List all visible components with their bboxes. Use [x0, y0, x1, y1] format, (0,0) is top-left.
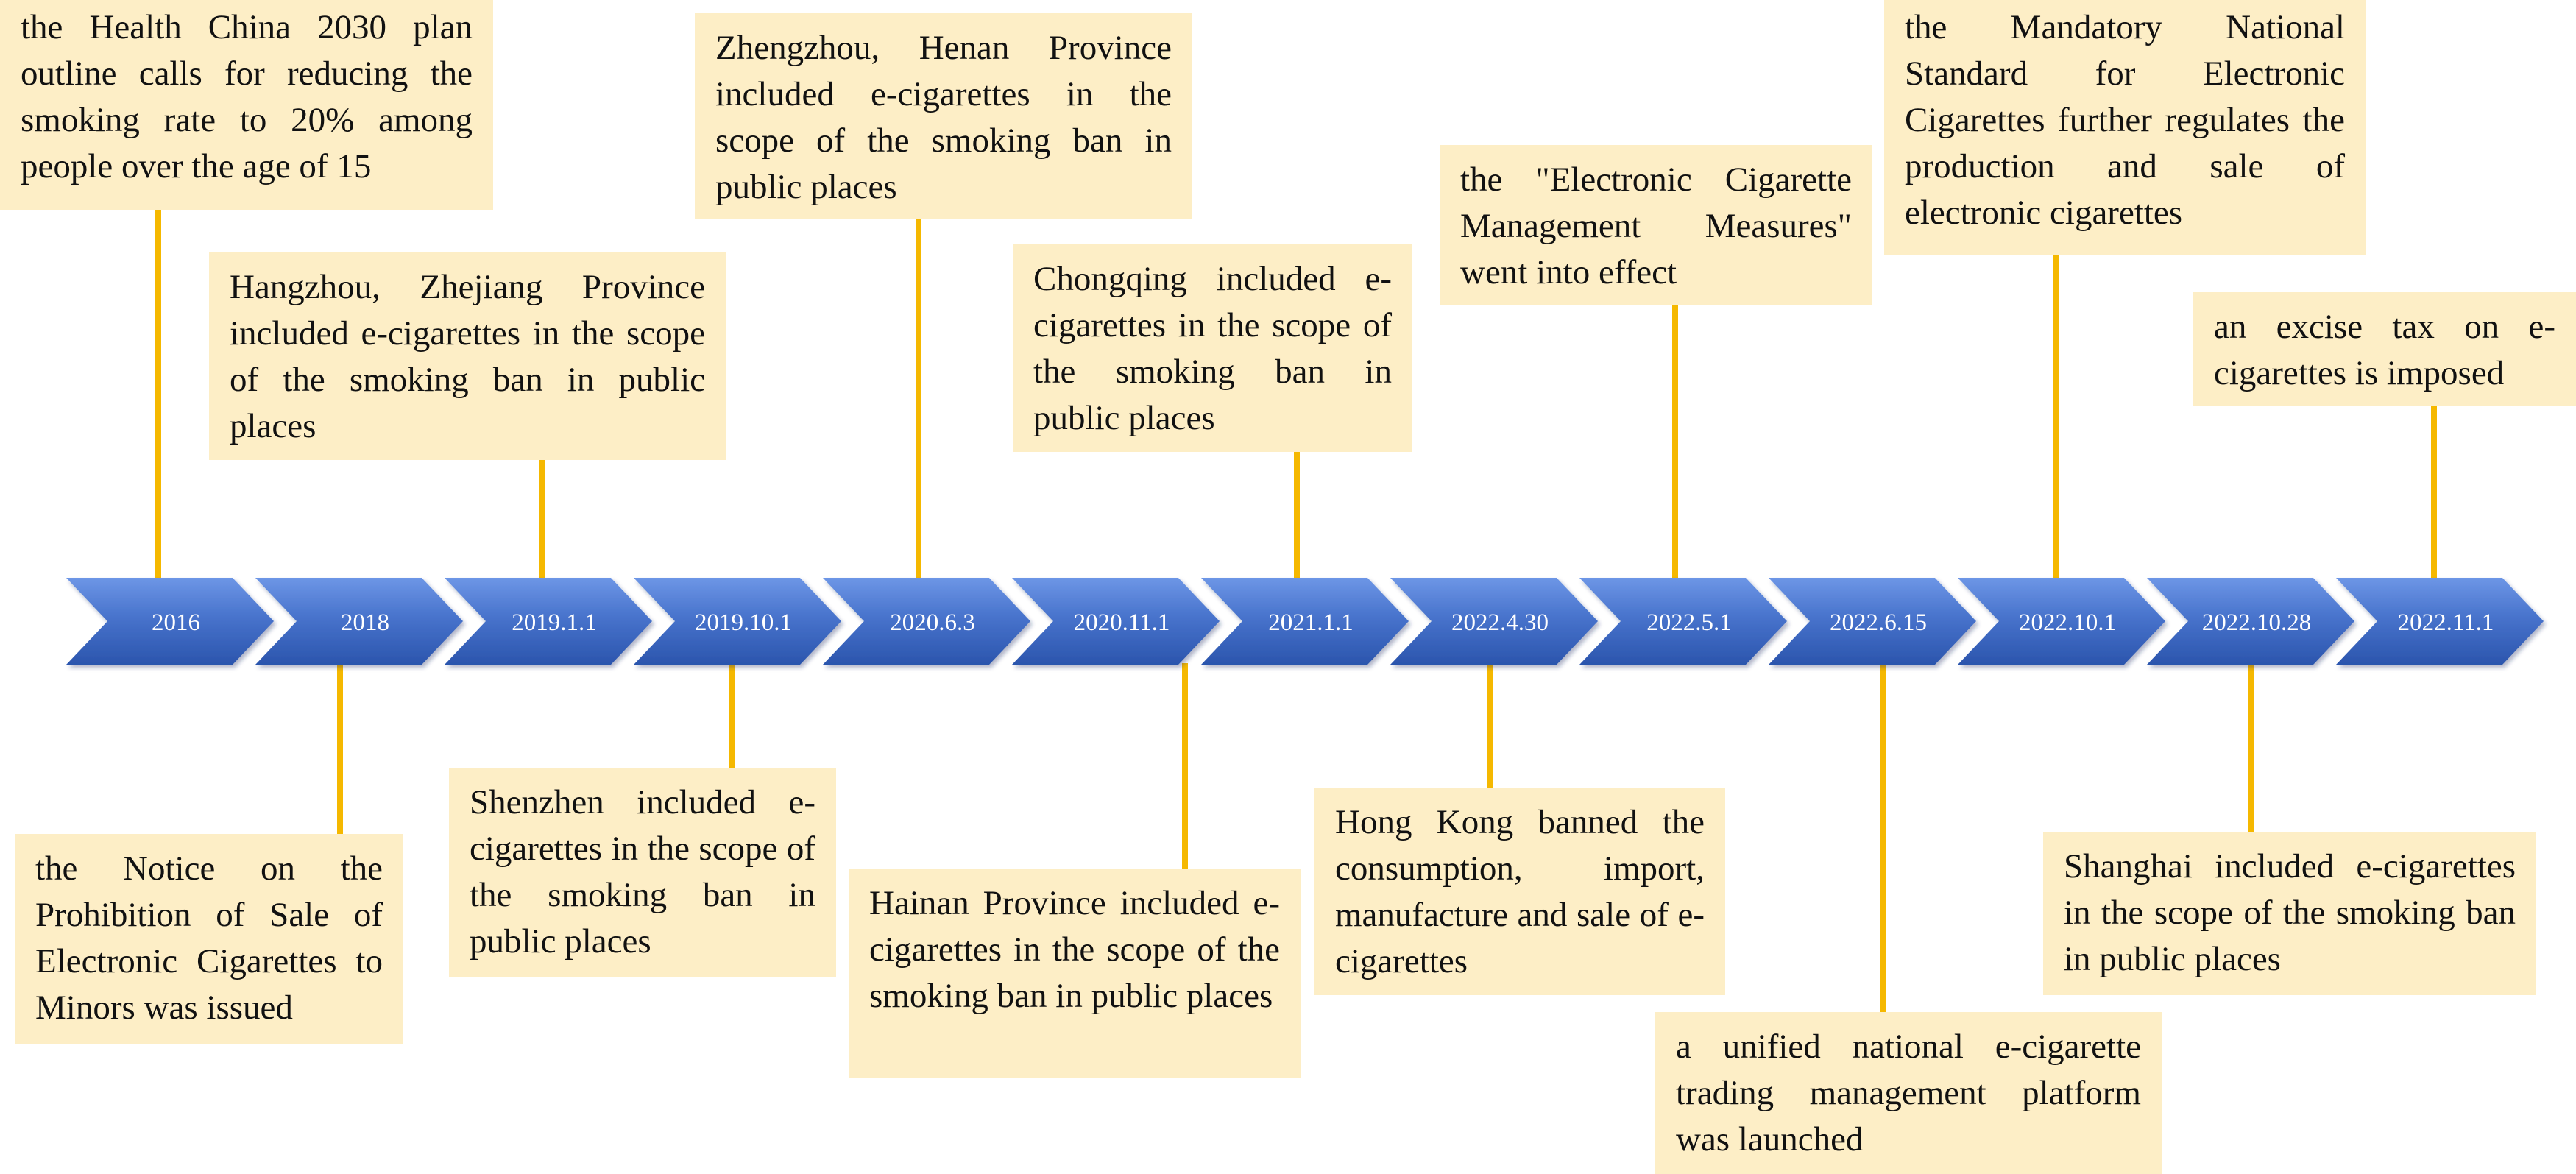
event-text: the "Electronic Cigarette Management Mea… [1460, 160, 1852, 291]
timeline-date-label: 2019.10.1 [695, 609, 792, 636]
event-text: Shanghai included e-cigarettes in the sc… [2064, 847, 2516, 978]
event-text: Hong Kong banned the consumption, import… [1335, 803, 1705, 980]
timeline-chevron [634, 578, 841, 665]
timeline-arrows: 2016 2018 2019.1.1 2019.10.1 2020.6.3 2020.11… [66, 578, 2544, 665]
event-box-2022-10-28: Shanghai included e-cigarettes in the sc… [2043, 832, 2536, 995]
timeline-date-label: 2020.11.1 [1074, 609, 1170, 636]
event-text: Hangzhou, Zhejiang Province included e-c… [230, 268, 705, 445]
timeline-date-label: 2021.1.1 [1268, 609, 1354, 636]
event-box-2022-11-1: an excise tax on e-cigarettes is imposed [2193, 292, 2576, 406]
timeline-date-label: 2020.6.3 [890, 609, 975, 636]
timeline-chevron [445, 578, 652, 665]
connector-lines [155, 210, 2437, 1012]
timeline-chevron [1958, 578, 2165, 665]
timeline-chevron [2336, 578, 2544, 665]
timeline-chevron [2147, 578, 2354, 665]
event-text: Zhengzhou, Henan Province included e-cig… [715, 29, 1172, 206]
timeline-chevron [1012, 578, 1220, 665]
event-box-2019-10-1: Shenzhen included e-cigarettes in the sc… [449, 768, 836, 977]
timeline-date-label: 2016 [152, 609, 200, 636]
event-text: Hainan Province included e-cigarettes in… [869, 884, 1280, 1015]
event-box-2022-6-15: a unified national e-cigarette trading m… [1655, 1012, 2162, 1174]
timeline-chevron [823, 578, 1030, 665]
event-text: Shenzhen included e-cigarettes in the sc… [470, 783, 815, 961]
event-text: a unified national e-cigarette trading m… [1676, 1028, 2141, 1159]
timeline-date-label: 2019.1.1 [512, 609, 597, 636]
timeline-date-label: 2022.6.15 [1830, 609, 1927, 636]
event-box-2020-11-1: Hainan Province included e-cigarettes in… [849, 869, 1301, 1078]
timeline-date-label: 2018 [341, 609, 389, 636]
timeline-date-label: 2022.10.28 [2202, 609, 2312, 636]
event-box-2021-1-1: Chongqing included e-cigarettes in the s… [1013, 244, 1412, 452]
timeline-date-label: 2022.4.30 [1451, 609, 1549, 636]
event-text: the Health China 2030 plan outline calls… [21, 8, 473, 185]
timeline-chevron [255, 578, 463, 665]
event-box-2016: the Health China 2030 plan outline calls… [0, 0, 493, 210]
event-text: an excise tax on e-cigarettes is imposed [2214, 308, 2555, 392]
event-box-2018: the Notice on the Prohibition of Sale of… [15, 834, 403, 1044]
timeline-date-label: 2022.5.1 [1646, 609, 1732, 636]
timeline-date-label: 2022.11.1 [2398, 609, 2494, 636]
event-box-2022-4-30: Hong Kong banned the consumption, import… [1314, 788, 1725, 995]
event-box-2022-10-1: the Mandatory National Standard for Elec… [1884, 0, 2366, 255]
event-box-2022-5-1: the "Electronic Cigarette Management Mea… [1440, 145, 1872, 305]
timeline-chevron [1390, 578, 1598, 665]
event-text: Chongqing included e-cigarettes in the s… [1033, 260, 1392, 437]
event-text: the Mandatory National Standard for Elec… [1905, 8, 2345, 232]
timeline-chevron [66, 578, 274, 665]
timeline-date-label: 2022.10.1 [2019, 609, 2116, 636]
timeline-chevron [1201, 578, 1409, 665]
event-text: the Notice on the Prohibition of Sale of… [35, 849, 383, 1027]
timeline-chevron [1579, 578, 1787, 665]
event-box-2019-1-1: Hangzhou, Zhejiang Province included e-c… [209, 252, 726, 460]
timeline-chevron [1769, 578, 1976, 665]
event-box-2020-6-3: Zhengzhou, Henan Province included e-cig… [695, 13, 1192, 219]
